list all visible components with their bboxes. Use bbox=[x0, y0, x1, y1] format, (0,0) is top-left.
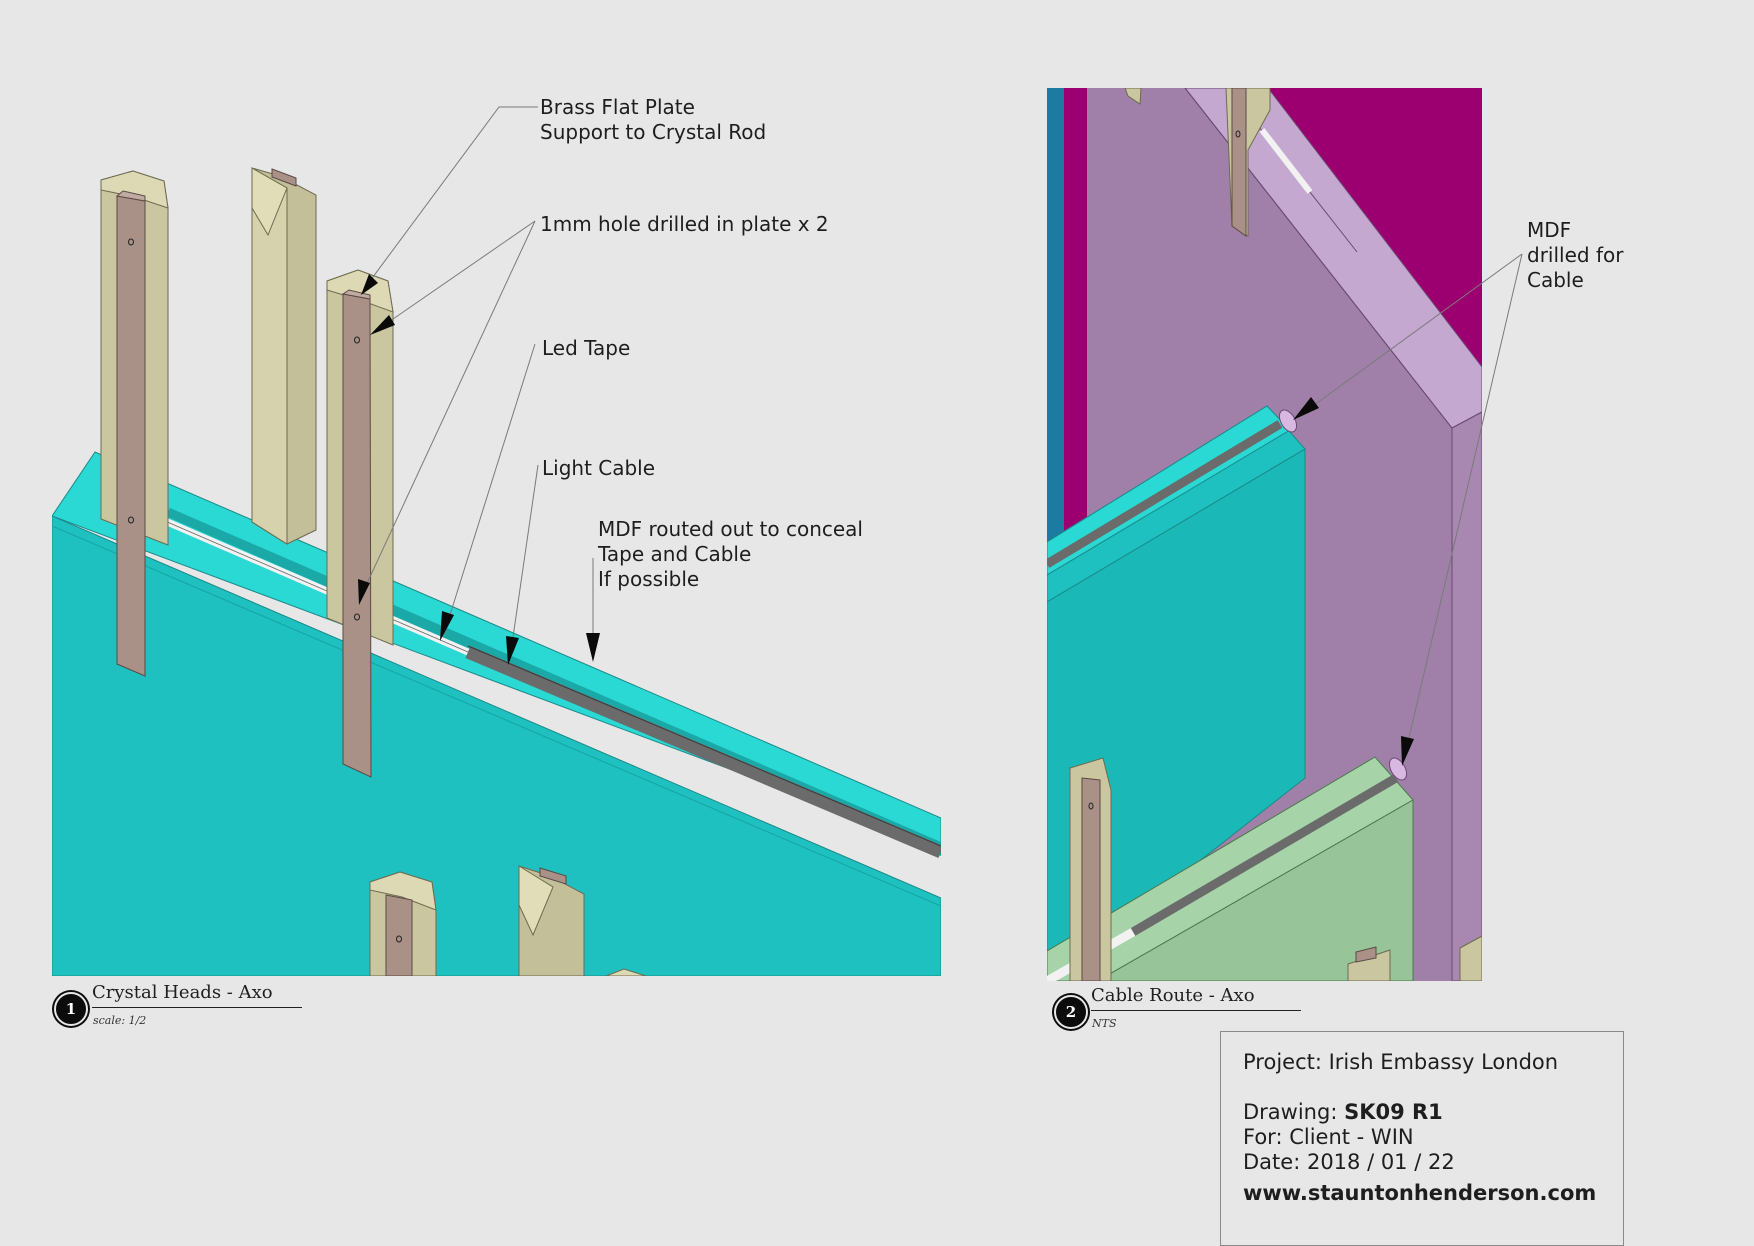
leader-led-tape bbox=[443, 343, 536, 635]
callout-mdf-drilled: MDF drilled for Cable bbox=[1527, 218, 1624, 292]
date-row: Date: 2018 / 01 / 22 bbox=[1243, 1150, 1623, 1175]
view-2-leaders bbox=[1309, 253, 1523, 743]
callout-led-tape: Led Tape bbox=[542, 336, 631, 360]
view-1-drawing bbox=[52, 167, 941, 976]
crystal-rod-lower-left bbox=[369, 871, 437, 976]
crystal-rod-c bbox=[326, 269, 394, 778]
drill-hole-upper bbox=[1278, 409, 1298, 433]
leader-drill-upper bbox=[1309, 253, 1523, 409]
drawing-number: SK09 R1 bbox=[1344, 1100, 1443, 1124]
for-value: Client - WIN bbox=[1289, 1125, 1414, 1149]
view-1-scale: scale: 1/2 bbox=[93, 1014, 147, 1027]
view-2-scale: NTS bbox=[1092, 1017, 1117, 1030]
callout-light-cable: Light Cable bbox=[542, 456, 656, 480]
leader-light-cable bbox=[510, 464, 539, 652]
view-2-title-rule bbox=[1091, 1010, 1301, 1011]
crystal-rod-lower-right bbox=[518, 865, 647, 976]
project-label: Project: bbox=[1243, 1050, 1329, 1074]
view-2-arrowheads bbox=[1293, 397, 1414, 766]
callout-brass-plate: Brass Flat Plate Support to Crystal Rod bbox=[540, 95, 767, 144]
cable-view2-lower bbox=[1130, 774, 1399, 936]
leader-drill-lower bbox=[1407, 253, 1523, 743]
title-block: Project: Irish Embassy London Drawing: S… bbox=[1220, 1031, 1624, 1246]
leader-hole-2 bbox=[362, 220, 536, 593]
view-1-number-badge: 1 bbox=[54, 992, 88, 1026]
light-cable bbox=[465, 646, 941, 858]
callout-hole-drilled: 1mm hole drilled in plate x 2 bbox=[540, 212, 829, 236]
view-1-arrowheads bbox=[358, 274, 600, 665]
view-2-drawing bbox=[1047, 88, 1482, 981]
drawing-label: Drawing: bbox=[1243, 1100, 1345, 1124]
view-2-title: Cable Route - Axo bbox=[1091, 985, 1255, 1006]
for-label: For: bbox=[1243, 1125, 1290, 1149]
crystal-rod-a bbox=[100, 170, 169, 677]
leader-brass-plate bbox=[366, 106, 538, 286]
date-label: Date: bbox=[1243, 1150, 1307, 1174]
crystal-rod-b bbox=[251, 167, 317, 545]
leader-hole-1 bbox=[379, 220, 536, 329]
for-row: For: Client - WIN bbox=[1243, 1125, 1623, 1150]
project-value: Irish Embassy London bbox=[1328, 1050, 1559, 1074]
view-1-title-rule bbox=[92, 1007, 302, 1008]
project-row: Project: Irish Embassy London bbox=[1243, 1050, 1623, 1075]
back-wall-magenta bbox=[1064, 88, 1087, 540]
view-1-leaders bbox=[362, 106, 594, 652]
view-1-title: Crystal Heads - Axo bbox=[92, 982, 273, 1003]
callout-mdf-routed: MDF routed out to conceal Tape and Cable… bbox=[598, 517, 863, 591]
drawing-row: Drawing: SK09 R1 bbox=[1243, 1100, 1623, 1125]
website-link[interactable]: www.stauntonhenderson.com bbox=[1243, 1181, 1597, 1205]
view-2-number-badge: 2 bbox=[1054, 995, 1088, 1029]
date-value: 2018 / 01 / 22 bbox=[1306, 1150, 1455, 1174]
cable-view2-upper bbox=[1047, 420, 1283, 568]
mdf-panel-front-face bbox=[52, 515, 941, 976]
